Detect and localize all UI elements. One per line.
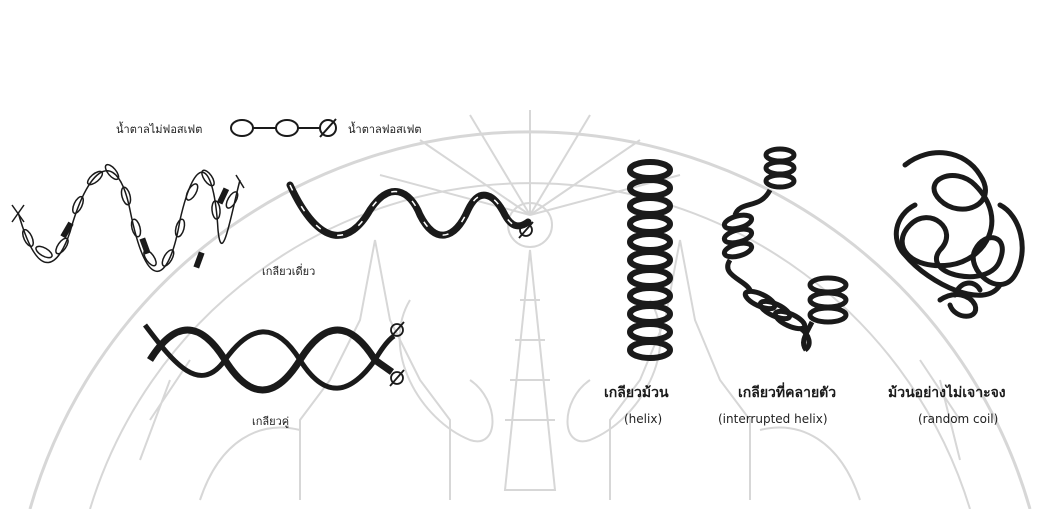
nonphosphorylated-sugar-label: น้ำตาลไม่ฟอสเฟต xyxy=(116,120,202,138)
interrupted-helix-label-english: (interrupted helix) xyxy=(718,412,828,426)
helix-label-english: (helix) xyxy=(624,412,662,426)
random-coil-label-english: (random coil) xyxy=(918,412,998,426)
sugar-legend-chain xyxy=(231,119,336,137)
helix-label-thai: เกลียวม้วน xyxy=(604,382,669,404)
phosphorylated-sugar-label: น้ำตาลฟอสเฟต xyxy=(348,120,422,138)
beaded-chain-wave xyxy=(12,163,244,272)
single-helix-label: เกลียวเดี่ยว xyxy=(262,262,315,280)
interrupted-helix xyxy=(723,149,846,350)
university-seal-watermark xyxy=(30,110,1030,509)
interrupted-helix-label-thai: เกลียวที่คลายตัว xyxy=(738,382,836,404)
double-helix-label: เกลียวคู่ xyxy=(252,412,289,430)
random-coil xyxy=(896,153,1022,317)
random-coil-label-thai: ม้วนอย่างไม่เจาะจง xyxy=(888,382,1006,404)
helix-coil xyxy=(630,162,670,358)
double-helix xyxy=(145,322,404,390)
